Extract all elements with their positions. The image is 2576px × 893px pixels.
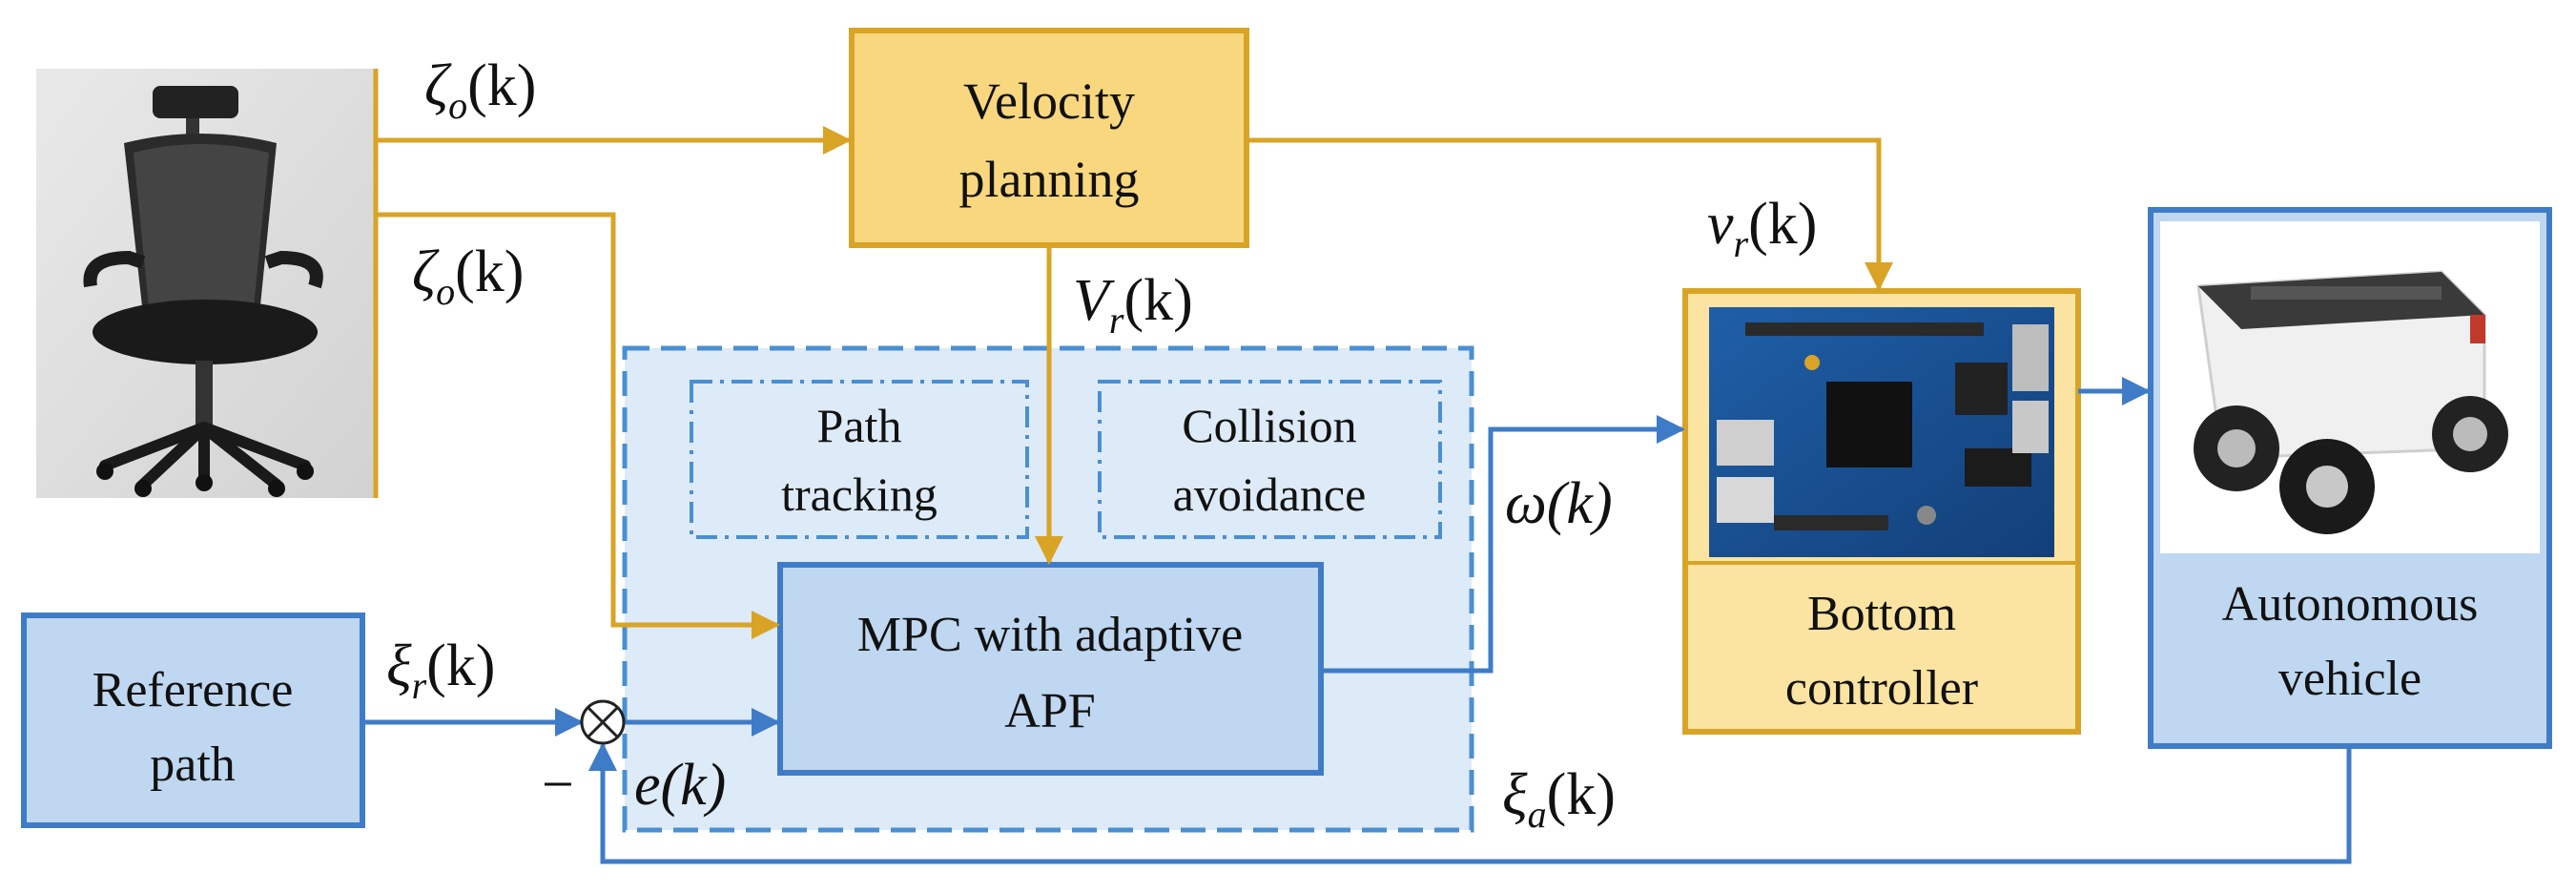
- mpc-line2: APF: [1004, 684, 1095, 738]
- label-xi-r: ξr(k): [386, 633, 495, 707]
- office-chair-icon: [83, 86, 323, 497]
- mpc-line1: MPC with adaptive: [857, 608, 1243, 662]
- mpc-adaptive-apf-block: MPC with adaptive APF: [777, 562, 1324, 776]
- arrow-velocity-to-controller: [1247, 137, 1893, 291]
- velocity-planning-line2: planning: [959, 151, 1140, 208]
- path-tracking-block: Path tracking: [690, 380, 1029, 539]
- autonomous-vehicle-line2: vehicle: [2278, 652, 2421, 706]
- reference-path-line2: path: [150, 737, 236, 792]
- label-xi-a: ξa(k): [1502, 762, 1616, 836]
- bottom-controller-line1: Bottom: [1807, 587, 1956, 641]
- arrow-mpc-to-controller: [1321, 415, 1685, 674]
- velocity-planning-block: Velocity planning: [849, 28, 1249, 248]
- collision-avoidance-block: Collision avoidance: [1098, 380, 1442, 539]
- autonomous-vehicle-line1: Autonomous: [2222, 577, 2479, 632]
- robot-vehicle-icon: [2194, 270, 2508, 534]
- label-omega: ω(k): [1505, 471, 1613, 536]
- circuit-board-image: [1709, 307, 2054, 557]
- obstacle-chair-image: [36, 69, 379, 498]
- autonomous-vehicle-block: Autonomous vehicle: [2148, 207, 2552, 749]
- reference-path-line1: Reference: [93, 663, 294, 717]
- label-zeta-o-top: ζo(k): [424, 53, 536, 127]
- label-minus: −: [542, 753, 574, 816]
- path-tracking-line2: tracking: [781, 467, 938, 521]
- label-V-r: Vr(k): [1073, 268, 1193, 342]
- bottom-controller-block: Bottom controller: [1682, 288, 2081, 735]
- collision-avoidance-line1: Collision: [1182, 399, 1356, 452]
- arrow-feedback: [588, 742, 2352, 864]
- label-v-r: vr(k): [1707, 192, 1817, 265]
- arrow-obstacle-to-mpc: [376, 212, 780, 639]
- bottom-controller-line2: controller: [1785, 661, 1978, 716]
- reference-path-block: Reference path: [21, 613, 365, 828]
- label-e: e(k): [634, 753, 726, 818]
- collision-avoidance-line2: avoidance: [1173, 467, 1367, 521]
- label-zeta-o-mid: ζo(k): [412, 239, 524, 313]
- blue-signal-arrows: [362, 377, 2352, 864]
- velocity-planning-line1: Velocity: [963, 73, 1135, 130]
- summing-junction: [580, 699, 626, 745]
- gold-signal-arrows: [376, 126, 1893, 639]
- path-tracking-line1: Path: [817, 399, 902, 452]
